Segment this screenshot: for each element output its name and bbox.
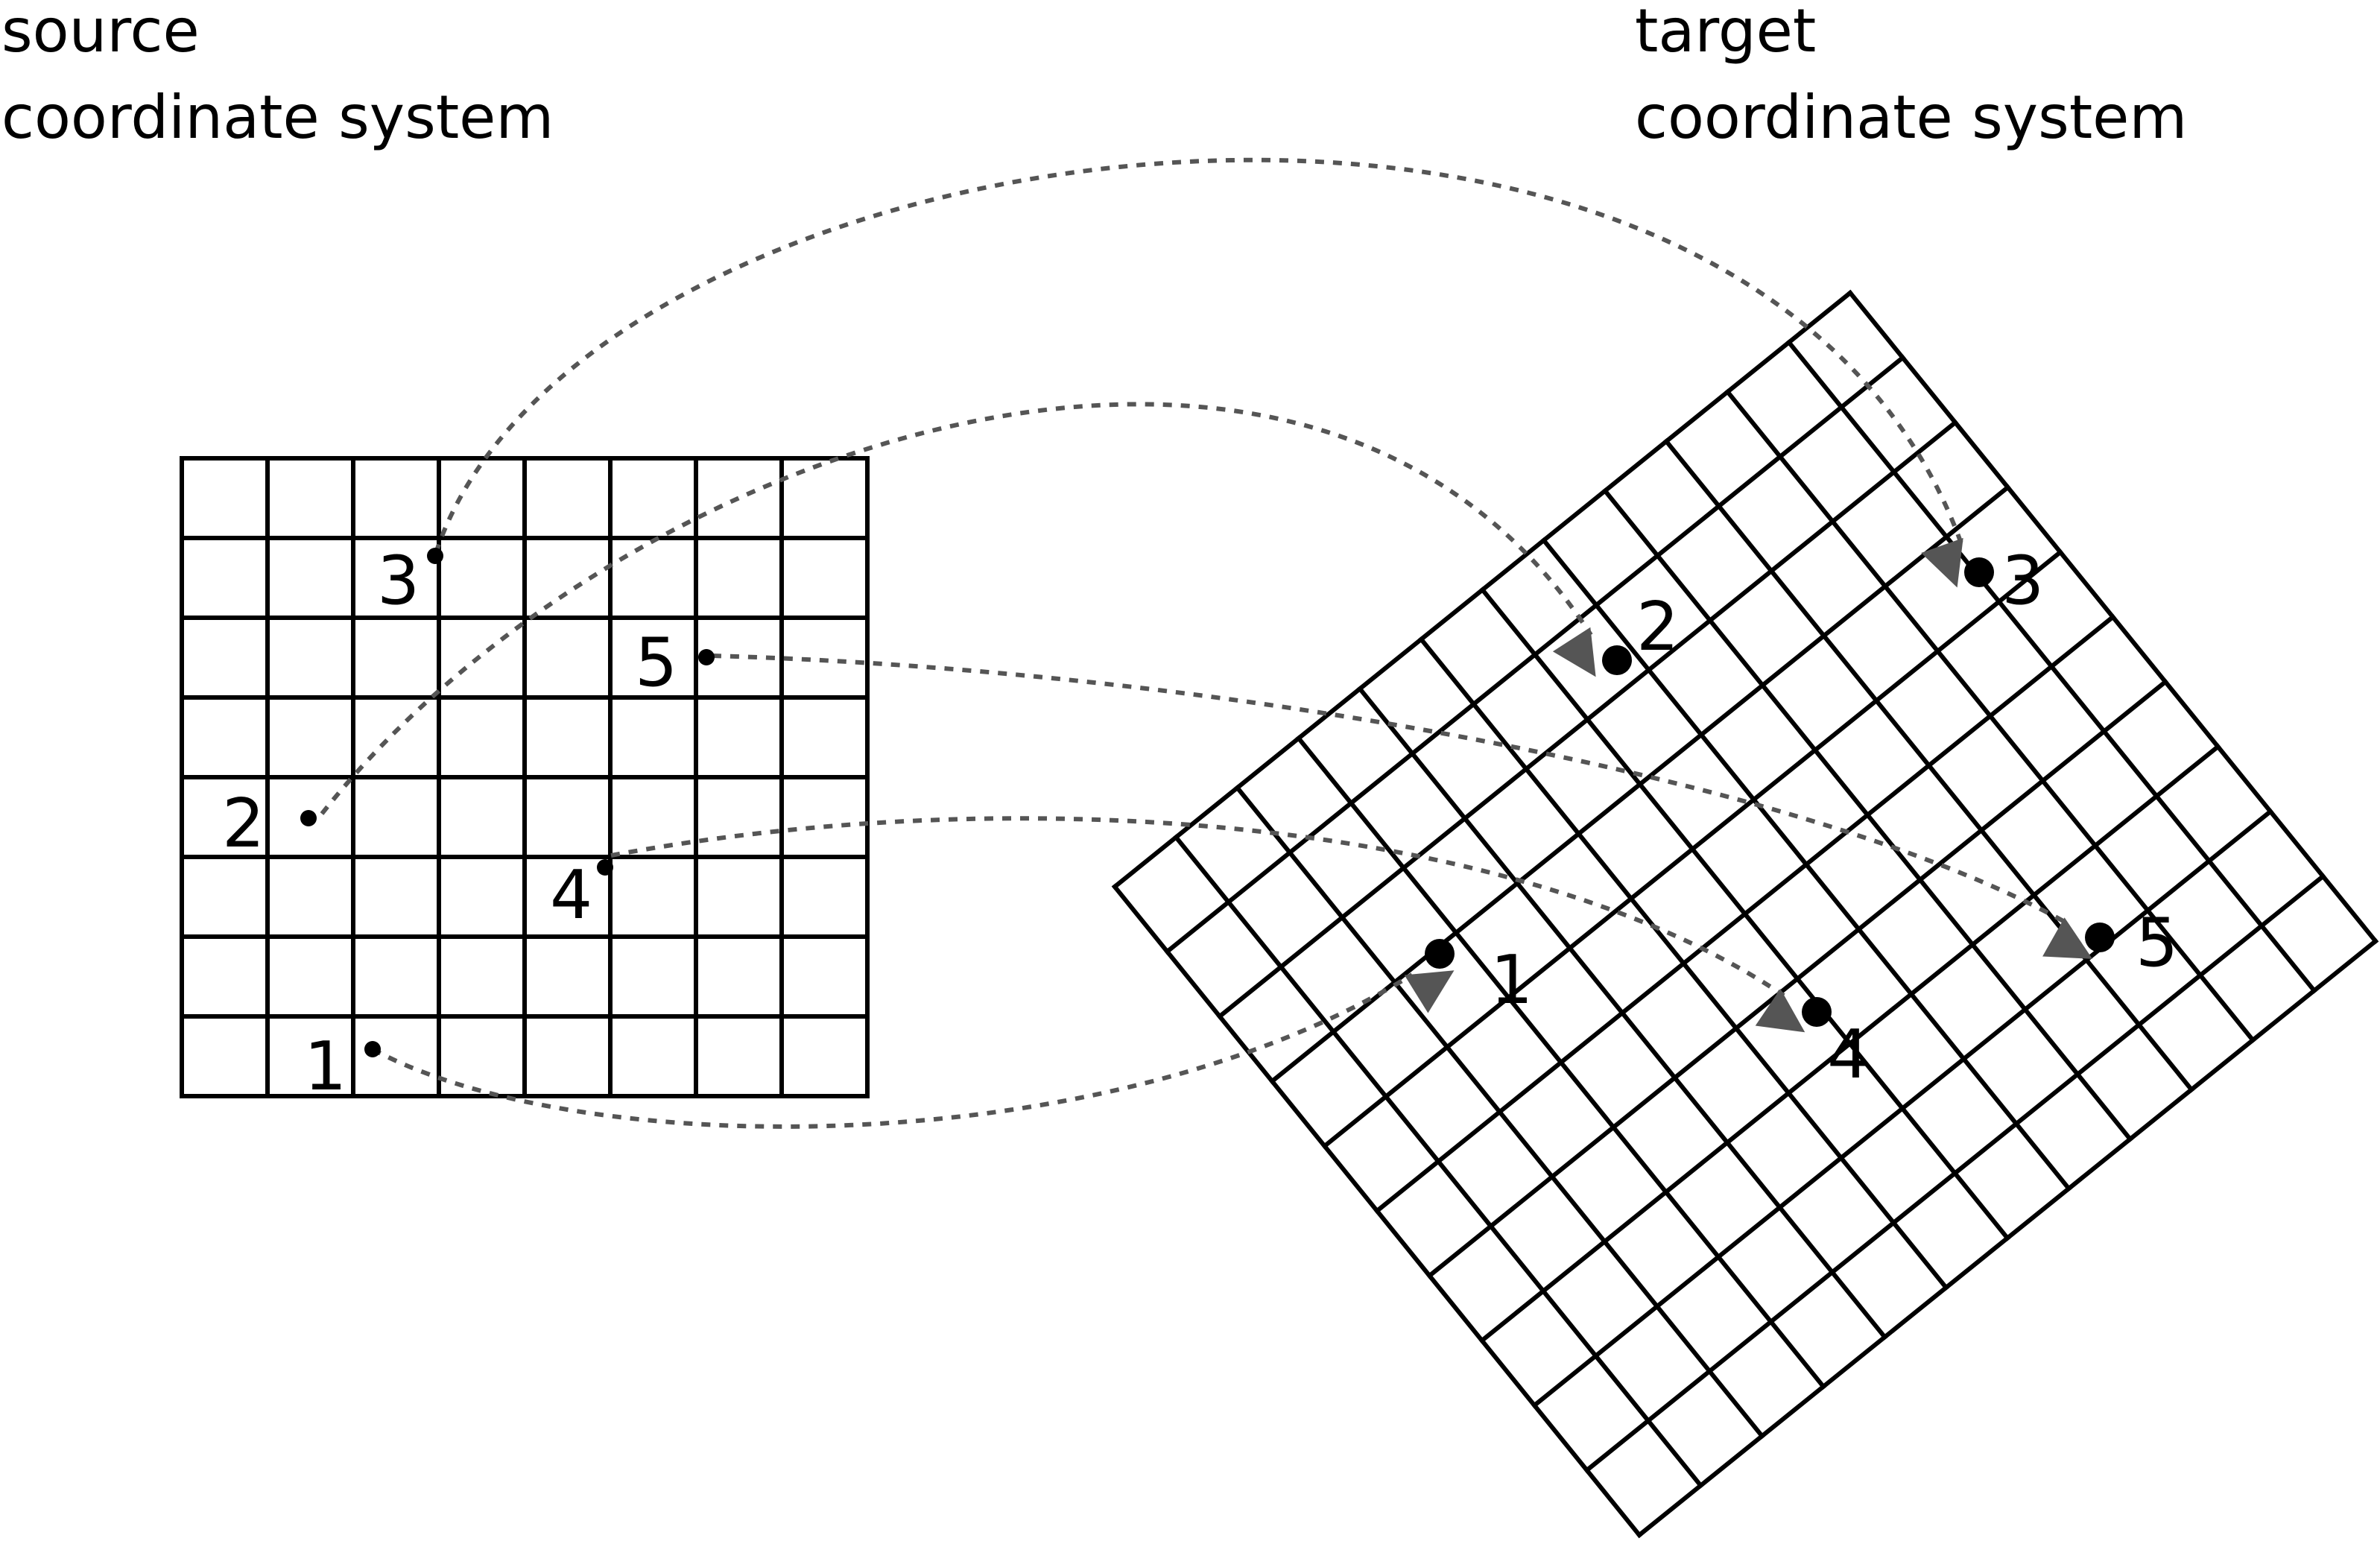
target-label-1: 1 bbox=[1490, 941, 1533, 1019]
target-grid-line bbox=[1846, 289, 2379, 945]
target-grid-line bbox=[1663, 438, 2195, 1093]
mapping-arrow-4 bbox=[610, 816, 1805, 1033]
target-grid-line bbox=[1601, 487, 2133, 1142]
target-point-3 bbox=[1964, 557, 1994, 587]
target-point-1 bbox=[1425, 939, 1455, 969]
target-label-4: 4 bbox=[1827, 1016, 1870, 1094]
target-label-5: 5 bbox=[2136, 904, 2178, 982]
mapping-arrow-2 bbox=[320, 402, 1596, 815]
target-grid bbox=[1111, 289, 2379, 1539]
target-grid-line bbox=[1540, 537, 2072, 1192]
target-caption-line1: target bbox=[1635, 0, 1817, 66]
target-point-4 bbox=[1802, 997, 1832, 1027]
source-point-4 bbox=[597, 859, 613, 876]
source-label-1: 1 bbox=[304, 1028, 346, 1106]
target-grid-line bbox=[1785, 339, 2317, 994]
target-labels: 1 2 3 4 5 bbox=[1490, 542, 2178, 1094]
mapping-arrow-3 bbox=[434, 157, 1964, 588]
target-point-5 bbox=[2085, 923, 2115, 952]
target-grid-line bbox=[1234, 784, 1765, 1440]
target-label-2: 2 bbox=[1636, 588, 1679, 666]
source-label-2: 2 bbox=[222, 785, 265, 863]
source-caption-line2: coordinate system bbox=[1, 83, 554, 152]
source-labels: 1 2 3 4 5 bbox=[222, 542, 677, 1106]
target-grid-line bbox=[1295, 735, 1827, 1390]
target-grid-line bbox=[1418, 636, 1949, 1291]
source-point-2 bbox=[300, 810, 317, 826]
source-point-1 bbox=[364, 1041, 381, 1057]
source-point-5 bbox=[698, 649, 715, 665]
source-grid bbox=[180, 456, 870, 1098]
source-label-5: 5 bbox=[635, 624, 677, 702]
mapping-arrows bbox=[320, 157, 2093, 1129]
mapping-arrow-1 bbox=[371, 970, 1455, 1129]
source-point-3 bbox=[427, 548, 443, 564]
target-label-3: 3 bbox=[2001, 542, 2044, 620]
source-caption-line1: source bbox=[1, 0, 200, 66]
target-caption: target coordinate system bbox=[1635, 0, 2187, 161]
target-grid-line bbox=[1479, 586, 2011, 1241]
source-label-3: 3 bbox=[377, 542, 420, 620]
target-caption-line2: coordinate system bbox=[1635, 83, 2188, 152]
target-grid-line bbox=[1173, 834, 1704, 1489]
source-caption: source coordinate system bbox=[1, 0, 554, 161]
target-grid-line bbox=[1356, 686, 1888, 1341]
target-grid-line bbox=[1111, 883, 1643, 1539]
source-grid-lines bbox=[180, 456, 870, 1098]
target-points bbox=[1425, 557, 2115, 1027]
target-grid-line bbox=[1724, 388, 2256, 1044]
mapping-arrow-5 bbox=[712, 654, 2093, 959]
source-points bbox=[300, 548, 715, 1057]
source-label-4: 4 bbox=[550, 856, 592, 934]
target-point-2 bbox=[1602, 645, 1632, 675]
